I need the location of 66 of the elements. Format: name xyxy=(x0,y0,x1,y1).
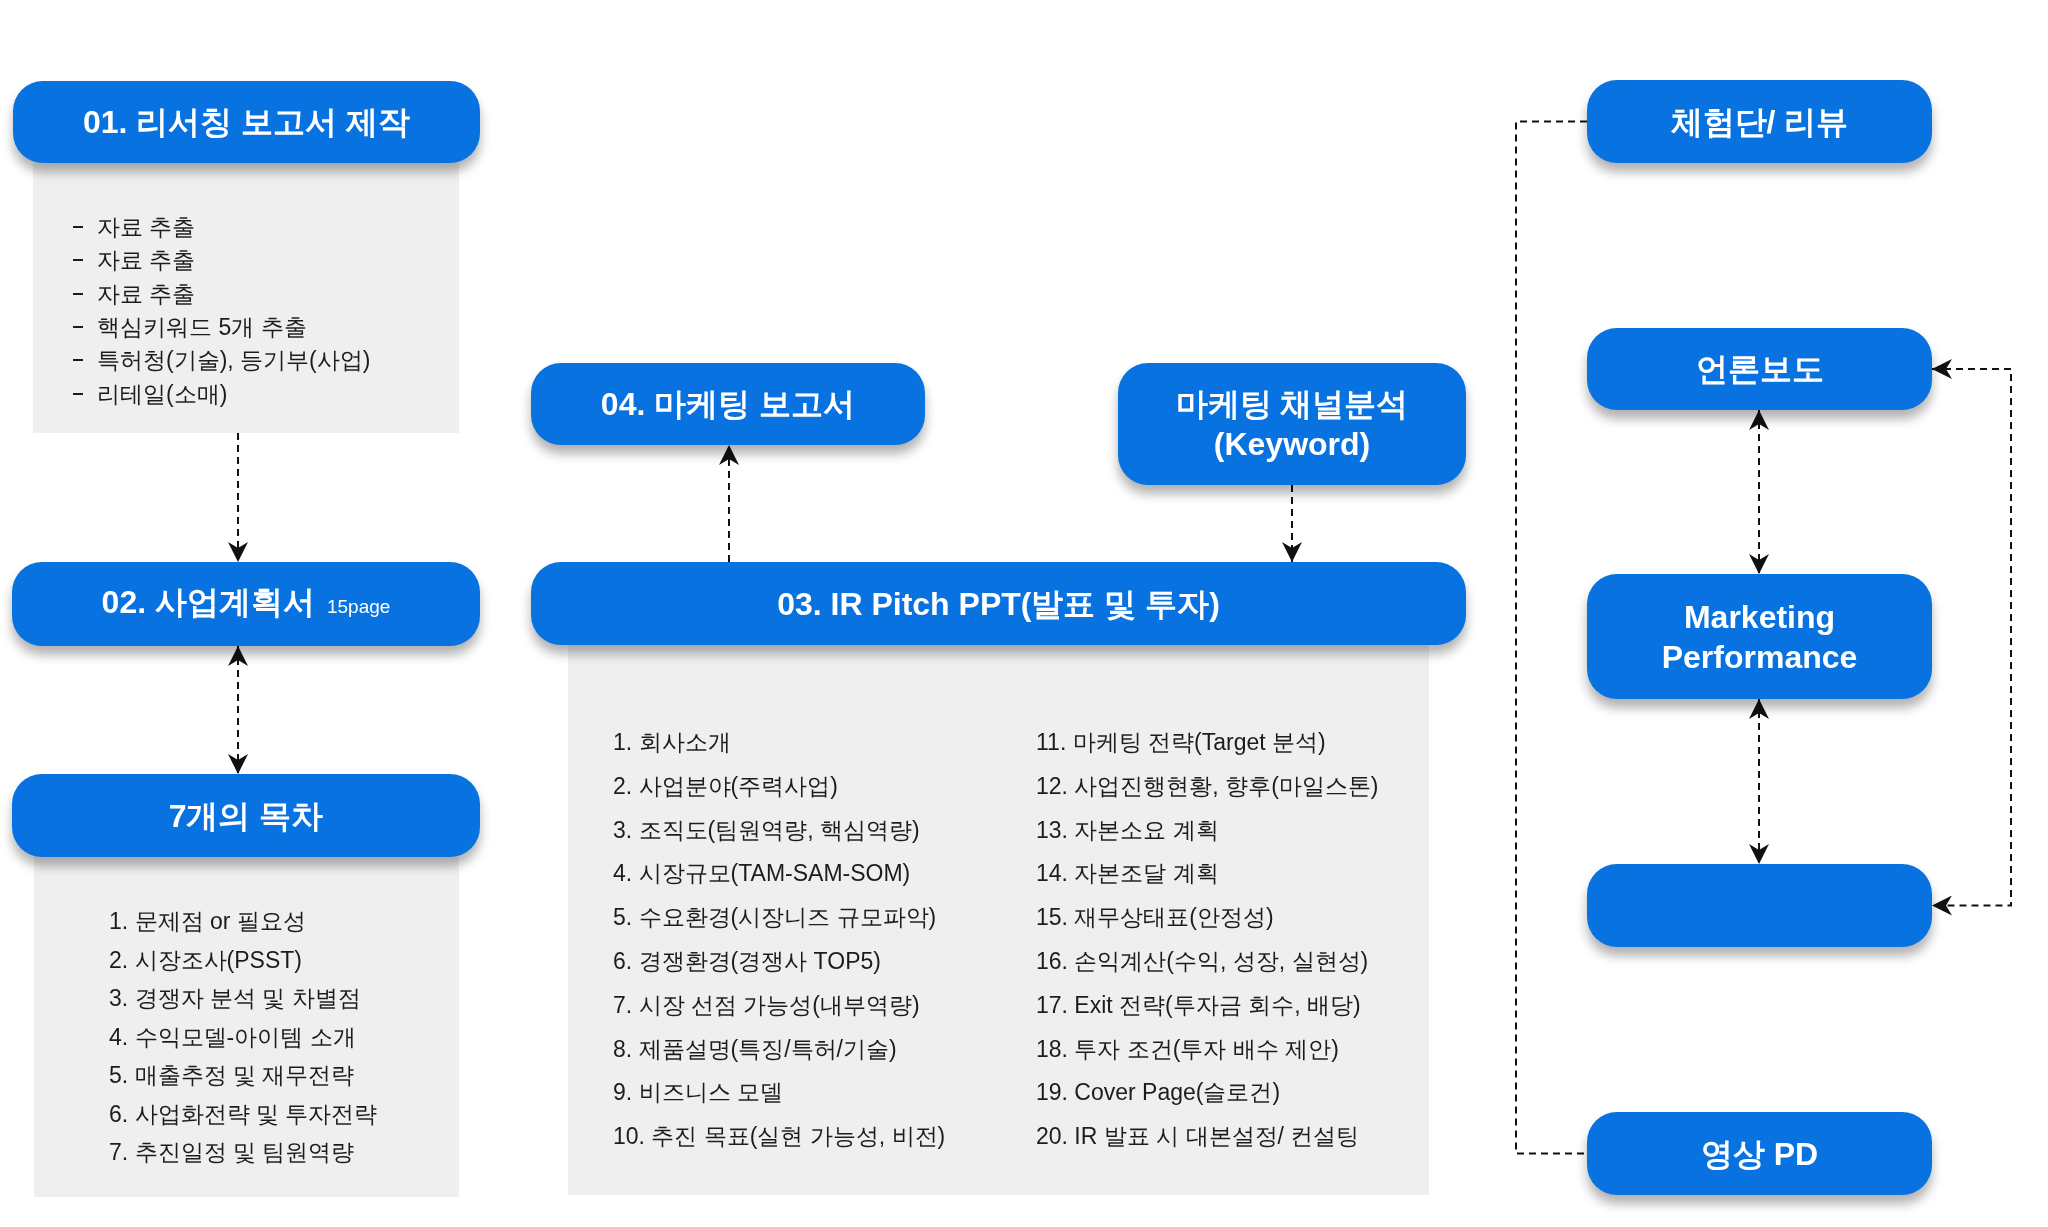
heading-text: 마케팅 채널분석 (Keyword) xyxy=(1174,385,1410,464)
list-item: 특허청(기술), 등기부(사업) xyxy=(97,346,371,376)
list-item: 3. 경쟁자 분석 및 차별점 xyxy=(109,984,361,1013)
process-box xyxy=(13,81,480,163)
list-item: 16. 손익계산(수익, 성장, 실현성) xyxy=(1036,947,1369,976)
list-item: 17. Exit 전략(투자금 회수, 배당) xyxy=(1036,990,1361,1020)
list-item: 19. Cover Page(슬로건) xyxy=(1036,1078,1281,1108)
list-panel xyxy=(34,857,459,1197)
heading-text: 체험단/ 리뷰 xyxy=(1670,102,1849,142)
dashed-arrow xyxy=(1749,698,1769,865)
list-item: 7. 시장 선점 가능성(내부역량) xyxy=(613,990,920,1020)
list-item: 8. 제품설명(특징/특허/기술) xyxy=(613,1034,897,1064)
process-box xyxy=(12,562,480,646)
dashed-arrow xyxy=(228,645,248,775)
list-item: 11. 마케팅 전략(Target 분석) xyxy=(1036,728,1326,757)
list-item: 10. 추진 목표(실현 가능성, 비전) xyxy=(613,1122,946,1152)
list-item: 자료 추출 xyxy=(97,213,196,242)
process-box xyxy=(12,774,480,857)
heading-text: Marketing Performance xyxy=(1660,597,1859,677)
list-item: 5. 매출추정 및 재무전략 xyxy=(109,1061,355,1090)
list-item: 15. 재무상태표(안정성) xyxy=(1036,903,1274,933)
list-item: 1. 회사소개 xyxy=(613,728,731,757)
heading-text: 언론보도 xyxy=(1695,350,1824,389)
list-item: 4. 시장규모(TAM-SAM-SOM) xyxy=(613,859,911,889)
list-item: 13. 자본소요 계획 xyxy=(1036,815,1219,845)
list-item: 3. 조직도(팀원역량, 핵심역량) xyxy=(613,815,920,845)
list-item: 5. 수요환경(시장니즈 규모파악) xyxy=(613,903,937,933)
list-item: 7. 추진일정 및 팀원역량 xyxy=(109,1138,355,1167)
process-box xyxy=(1118,363,1466,485)
list-item: 2. 사업분야(주력사업) xyxy=(613,771,838,801)
process-box xyxy=(1587,574,1932,699)
dashed-arrow xyxy=(228,432,248,563)
list-item: 20. IR 발표 시 대본설정/ 컨설팅 xyxy=(1036,1122,1360,1152)
list-item: 12. 사업진행현황, 향후(마일스톤) xyxy=(1036,771,1379,801)
process-box xyxy=(531,562,1466,645)
list-item: 6. 사업화전략 및 투자전략 xyxy=(109,1099,378,1129)
list-item: 2. 시장조사(PSST) xyxy=(109,945,302,975)
heading-text: 02. 사업계획서 xyxy=(101,582,315,622)
dashed-arrow xyxy=(1749,409,1769,575)
list-item: 18. 투자 조건(투자 배수 제안) xyxy=(1036,1034,1339,1064)
list-item: 14. 자본조달 계획 xyxy=(1036,859,1219,889)
list-item: 리테일(소매) xyxy=(97,379,228,409)
dashed-arrow xyxy=(1931,359,2012,916)
list-item: 자료 추출 xyxy=(97,279,196,309)
list-item: 4. 수익모델-아이템 소개 xyxy=(109,1022,356,1052)
process-box xyxy=(1587,80,1932,163)
process-box xyxy=(1587,864,1932,947)
list-panel xyxy=(33,163,459,433)
list-item: 6. 경쟁환경(경쟁사 TOP5) xyxy=(613,947,881,976)
heading-text: 7개의 목차 xyxy=(168,796,324,836)
heading-text: 03. IR Pitch PPT(발표 및 투자) xyxy=(777,584,1220,624)
list-item: 1. 문제점 or 필요성 xyxy=(109,907,306,936)
dashed-arrow xyxy=(1282,484,1302,563)
list-item: 자료 추출 xyxy=(97,246,196,276)
process-box xyxy=(1587,328,1932,410)
heading-text: 영상 PD xyxy=(1700,1134,1819,1174)
list-item: 핵심키워드 5개 추출 xyxy=(97,312,307,342)
dashed-connector xyxy=(1515,120,1588,1155)
heading-text: 04. 마케팅 보고서 xyxy=(600,385,856,424)
subtitle-text: 15page xyxy=(327,594,391,619)
dashed-arrow xyxy=(719,444,739,563)
heading-text: 01. 리서칭 보고서 제작 xyxy=(82,103,411,142)
list-panel xyxy=(568,645,1429,1195)
process-box xyxy=(531,363,925,445)
process-box xyxy=(1587,1112,1932,1195)
list-item: 9. 비즈니스 모델 xyxy=(613,1078,783,1108)
